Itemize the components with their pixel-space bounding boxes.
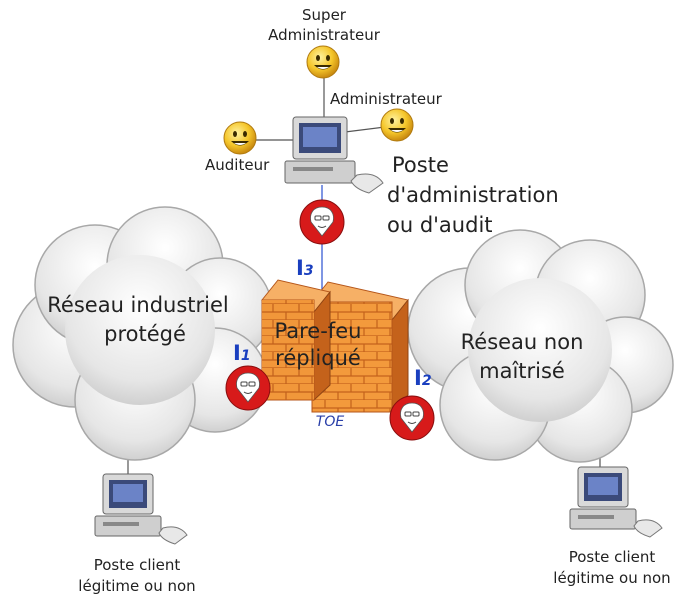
interface-i2-marker-icon [389,395,435,441]
admin-computer [284,116,384,194]
interface-i3-label: I3 [296,256,314,280]
auditor-label: Auditeur [205,156,270,174]
left-client-computer [94,473,188,545]
interface-i2-label: I2 [414,366,432,390]
cloud-protected-network [12,206,273,461]
replicated-firewall [261,279,409,414]
super-admin-smiley-icon [306,45,340,79]
toe-label: TOE [316,414,345,430]
super-admin-label-line2: Administrateur [268,26,381,44]
untrusted-network-label-line1: Réseau non [461,330,584,354]
admin-station-label-line2: d'administration [387,183,559,207]
super-admin-label-line1: Super [302,6,347,24]
interface-i1-label: I1 [233,341,251,365]
right-client-label-line1: Poste client [569,548,656,566]
admin-station-label-line1: Poste [392,153,449,177]
auditor-smiley-icon [223,121,257,155]
protected-network-label-line1: Réseau industriel [47,293,228,317]
interface-i1-marker-icon [225,365,271,411]
firewall-label-line2: répliqué [275,346,361,370]
link-admin-station [344,126,386,133]
protected-network-label-line2: protégé [104,322,186,346]
untrusted-network-label-line2: maîtrisé [479,359,565,383]
left-client-label-line2: légitime ou non [78,577,195,595]
admin-label: Administrateur [330,90,443,108]
firewall-label-line1: Pare-feu [275,319,362,343]
cloud-untrusted-network [407,229,674,463]
left-client-label-line1: Poste client [94,556,181,574]
admin-smiley-icon [380,108,414,142]
interface-i3-marker-icon [299,199,345,245]
right-client-computer [569,466,663,538]
admin-station-label-line3: ou d'audit [387,213,493,237]
right-client-label-line2: légitime ou non [553,569,670,587]
